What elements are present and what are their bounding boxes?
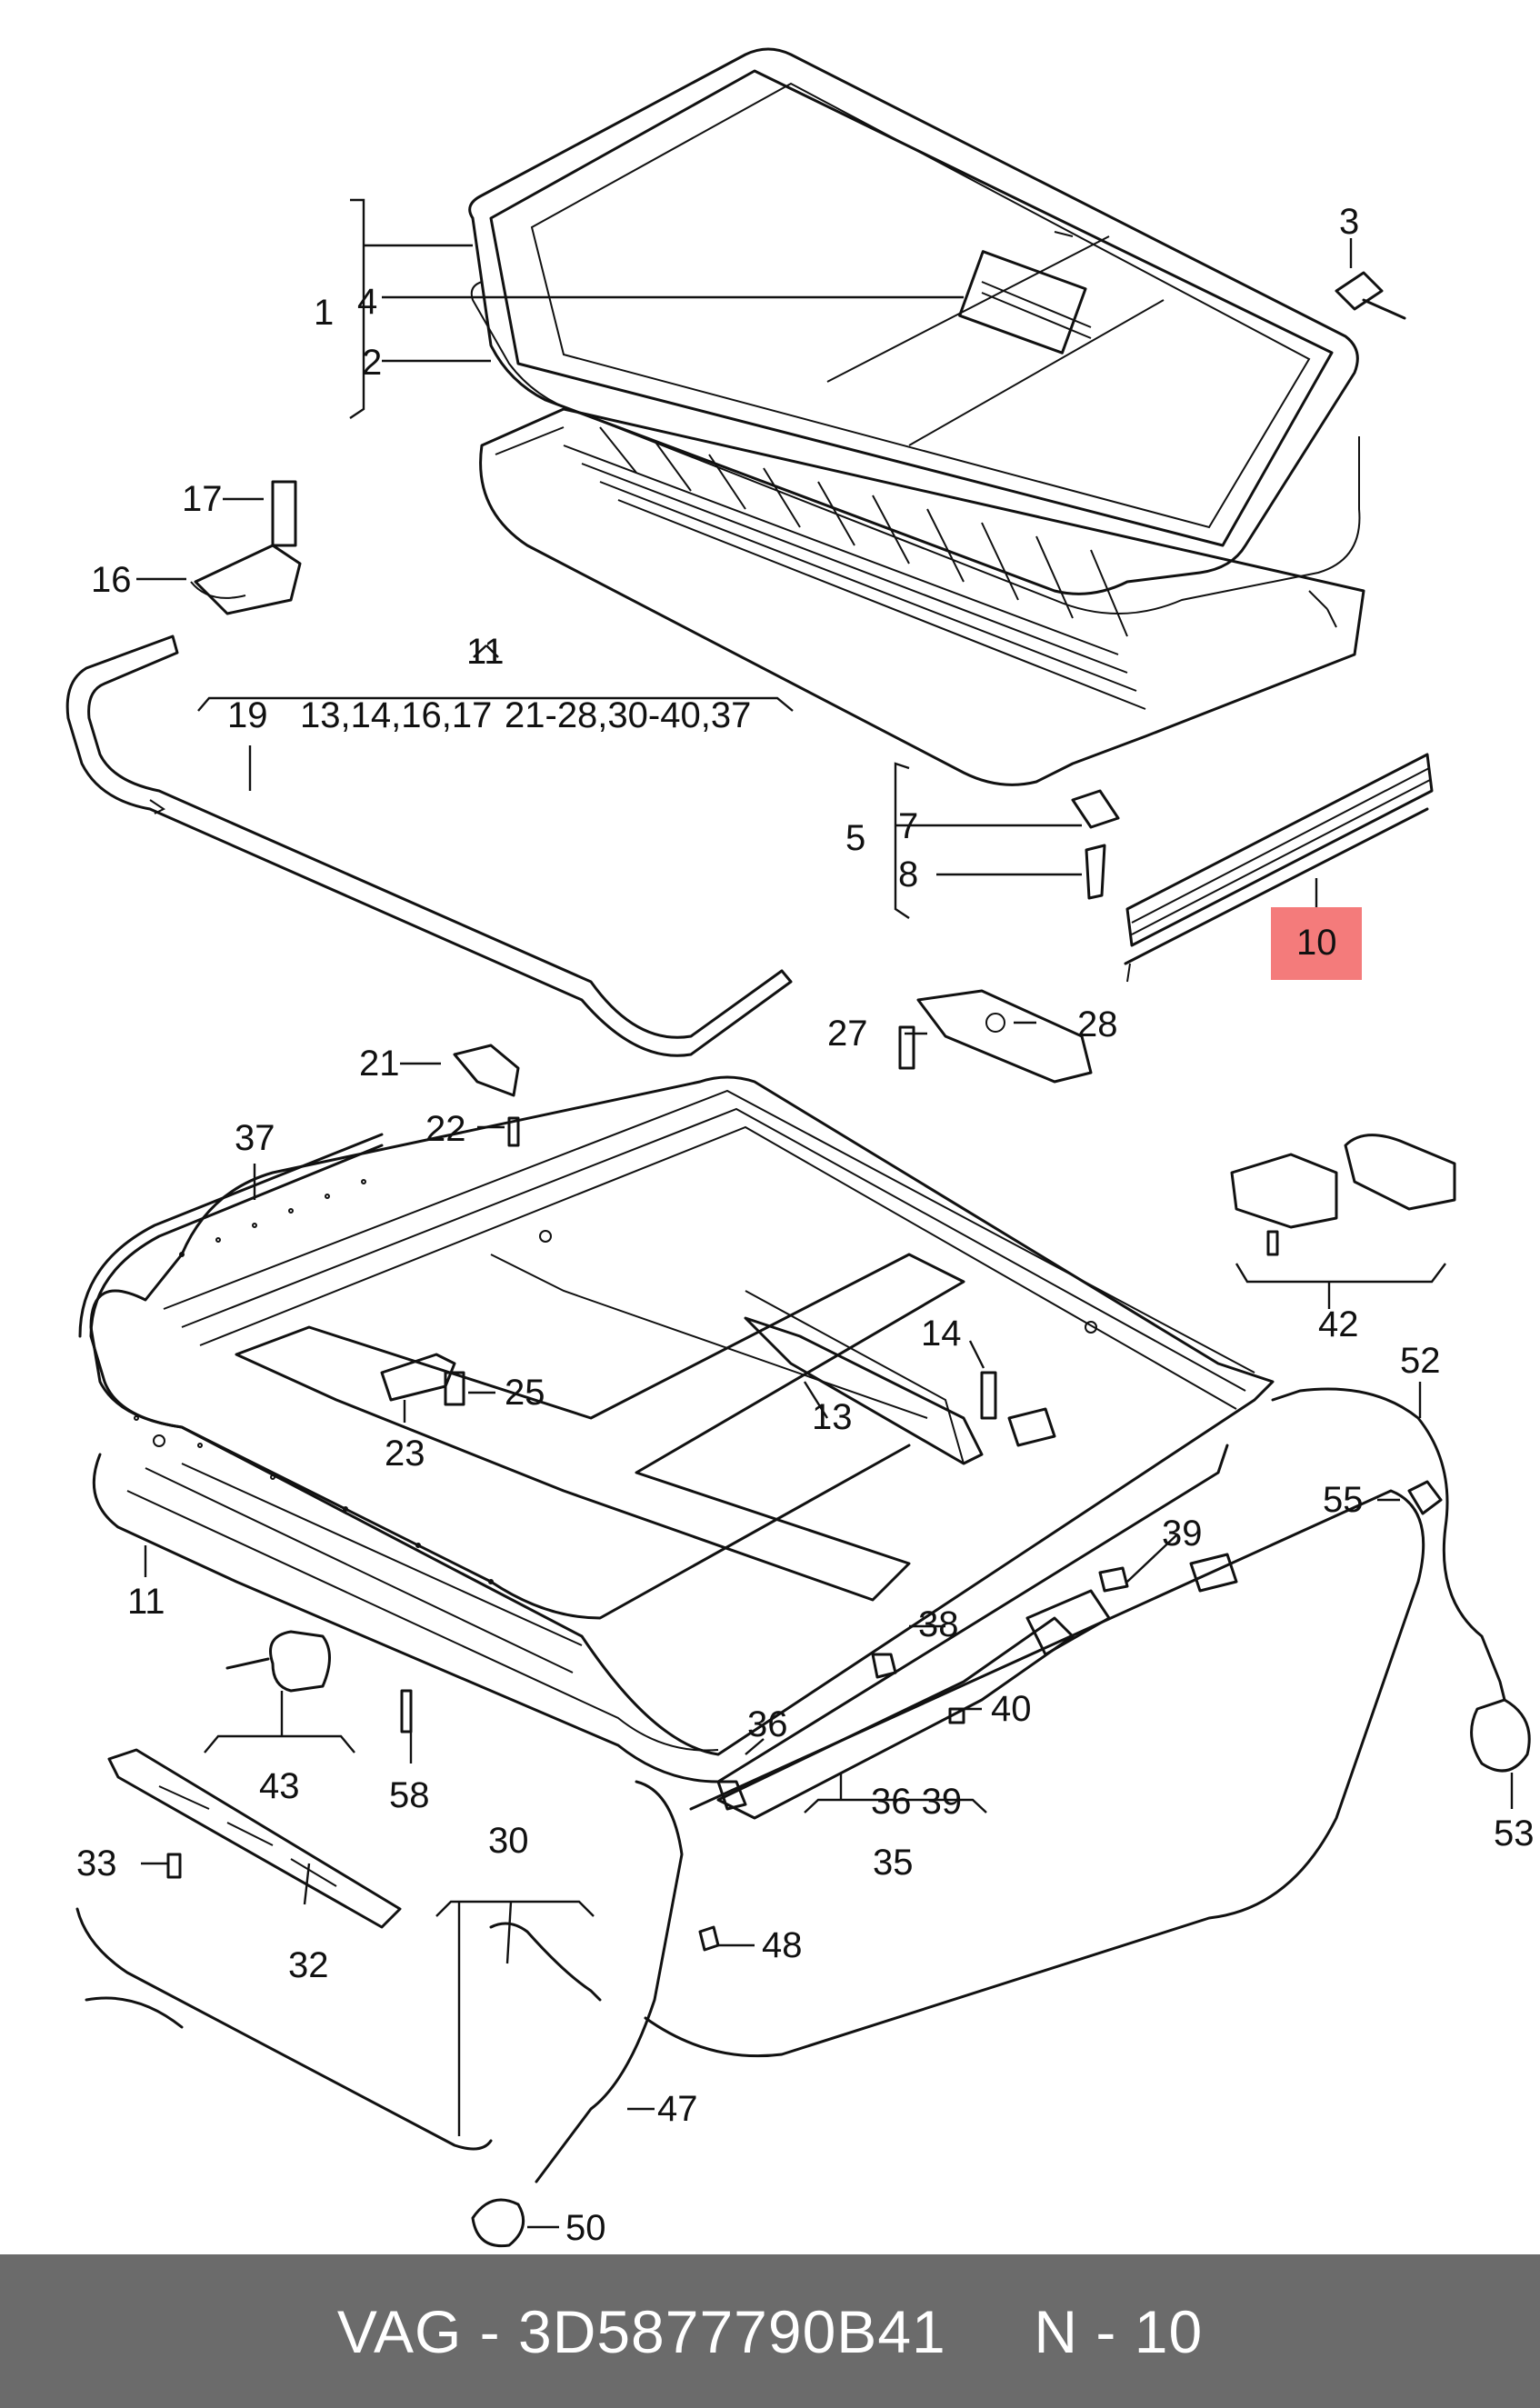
label-58: 58 xyxy=(389,1775,430,1815)
label-47: 47 xyxy=(657,2089,698,2129)
label-32: 32 xyxy=(288,1945,329,1985)
footer-gap xyxy=(946,2298,1035,2365)
label-14: 14 xyxy=(921,1314,962,1354)
bracket-7-drawing xyxy=(1071,789,1120,900)
group-11-b: 21-28,30-40,37 xyxy=(505,695,751,735)
label-23: 23 xyxy=(385,1434,425,1474)
label-17: 17 xyxy=(182,479,223,519)
label-2: 2 xyxy=(362,343,382,383)
label-11-left: 11 xyxy=(127,1582,165,1622)
drain-hose-47-drawing xyxy=(471,1489,1425,2248)
sunroof-frame-11-drawing xyxy=(89,1075,1275,1784)
hinge-bracket-16-drawing xyxy=(190,480,302,615)
cable-30-drawing xyxy=(75,1907,602,2151)
glass-panel-drawing xyxy=(468,47,1361,614)
label-38: 38 xyxy=(918,1604,959,1644)
label-5: 5 xyxy=(845,818,865,858)
group-35: 36 39 xyxy=(871,1782,962,1822)
label-28: 28 xyxy=(1077,1004,1118,1044)
part-number-banner: VAG - 3D5877790B41 N - 10 xyxy=(0,2254,1540,2408)
label-37: 37 xyxy=(235,1118,275,1158)
label-21: 21 xyxy=(359,1044,400,1084)
label-53: 53 xyxy=(1494,1813,1535,1853)
bracket-21-drawing xyxy=(453,1044,520,1147)
footer-text: VAG - 3D5877790B41 N - 10 xyxy=(337,2297,1203,2366)
leader-lines xyxy=(136,198,1514,2229)
rail-32-drawing xyxy=(107,1748,402,1929)
label-48: 48 xyxy=(762,1925,803,1965)
label-33: 33 xyxy=(76,1843,117,1883)
label-27: 27 xyxy=(827,1014,868,1054)
part-number: 3D5877790B41 xyxy=(517,2297,946,2365)
label-7: 7 xyxy=(898,806,918,846)
label-42: 42 xyxy=(1318,1304,1359,1344)
panel-frame-drawing xyxy=(479,407,1365,786)
label-4: 4 xyxy=(357,282,377,322)
small-brackets-drawing xyxy=(380,1316,1056,1465)
label-1: 1 xyxy=(314,293,334,333)
label-13: 13 xyxy=(812,1397,853,1437)
label-3: 3 xyxy=(1339,202,1359,242)
label-39: 39 xyxy=(1162,1514,1203,1554)
clips-42-drawing xyxy=(1230,1134,1456,1256)
group-11-a: 13,14,16,17 xyxy=(300,695,492,735)
label-22: 22 xyxy=(425,1109,466,1149)
position-label: N - 10 xyxy=(1034,2297,1204,2365)
label-8: 8 xyxy=(898,854,918,894)
motor-43-drawing xyxy=(225,1630,413,1734)
wiring-bracket-drawing xyxy=(716,1553,1238,1820)
label-25: 25 xyxy=(505,1373,545,1413)
label-35: 35 xyxy=(873,1843,914,1883)
label-10[interactable]: 10 xyxy=(1296,923,1337,963)
drain-hose-52-drawing xyxy=(1271,1387,1531,1773)
label-40: 40 xyxy=(991,1689,1032,1729)
label-16: 16 xyxy=(91,560,132,600)
bracket-28-drawing xyxy=(898,989,1093,1084)
separator: - xyxy=(462,2297,518,2365)
label-30: 30 xyxy=(488,1821,529,1861)
seal-37-drawing xyxy=(78,1133,911,1620)
brand-name: VAG xyxy=(336,2297,463,2365)
label-43: 43 xyxy=(259,1766,300,1806)
bolt-3-drawing xyxy=(1335,271,1406,320)
label-50: 50 xyxy=(565,2208,606,2248)
exploded-parts-diagram: 1 4 2 3 17 16 11 19 13,14,16,17 21-28,30… xyxy=(65,47,1535,2248)
wind-deflector-19-drawing xyxy=(65,634,793,1057)
label-19: 19 xyxy=(227,695,268,735)
label-55: 55 xyxy=(1323,1480,1364,1520)
label-52: 52 xyxy=(1400,1341,1441,1381)
label-11-top: 11 xyxy=(466,632,505,672)
trim-strip-10-drawing xyxy=(1124,753,1434,983)
label-36: 36 xyxy=(747,1704,788,1744)
highlight-box[interactable] xyxy=(1271,907,1362,980)
